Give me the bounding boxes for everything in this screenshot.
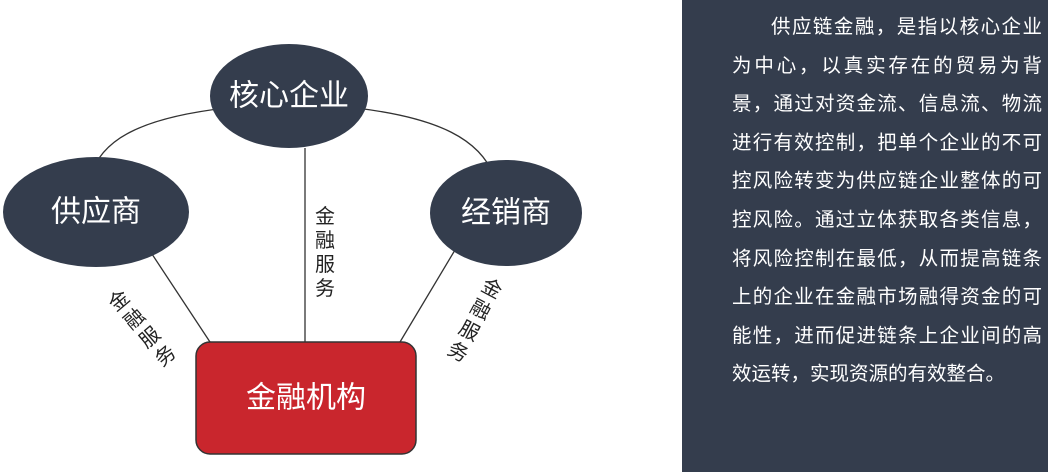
edge-label-right-text: 金融服务 bbox=[444, 273, 507, 367]
edge-label-middle: 金融服务 bbox=[315, 204, 335, 300]
node-finance-label: 金融机构 bbox=[246, 381, 366, 416]
node-distributor-label: 经销商 bbox=[461, 196, 551, 231]
node-financial-institution bbox=[195, 341, 417, 455]
edge-label-right: 金融服务 bbox=[444, 273, 507, 367]
node-core-enterprise bbox=[210, 44, 368, 148]
connector-distributor-finance bbox=[399, 249, 456, 343]
node-supplier bbox=[3, 157, 189, 267]
edge-label-middle-text: 金融服务 bbox=[315, 204, 335, 300]
description-panel: 供应链金融，是指以核心企业为中心，以真实存在的贸易为背景，通过对资金流、信息流、… bbox=[682, 0, 1048, 472]
node-distributor bbox=[430, 160, 582, 266]
edge-label-left: 金融服务 bbox=[103, 285, 180, 371]
edge-label-left-text: 金融服务 bbox=[103, 285, 180, 371]
connector-supplier-finance bbox=[147, 247, 211, 343]
node-core-label: 核心企业 bbox=[229, 79, 349, 114]
diagram: 核心企业 供应商 经销商 金融机构 金融服务 金融服务 金融服务 bbox=[3, 44, 582, 455]
description-text: 供应链金融，是指以核心企业为中心，以真实存在的贸易为背景，通过对资金流、信息流、… bbox=[732, 15, 1042, 386]
node-supplier-label: 供应商 bbox=[51, 195, 141, 230]
